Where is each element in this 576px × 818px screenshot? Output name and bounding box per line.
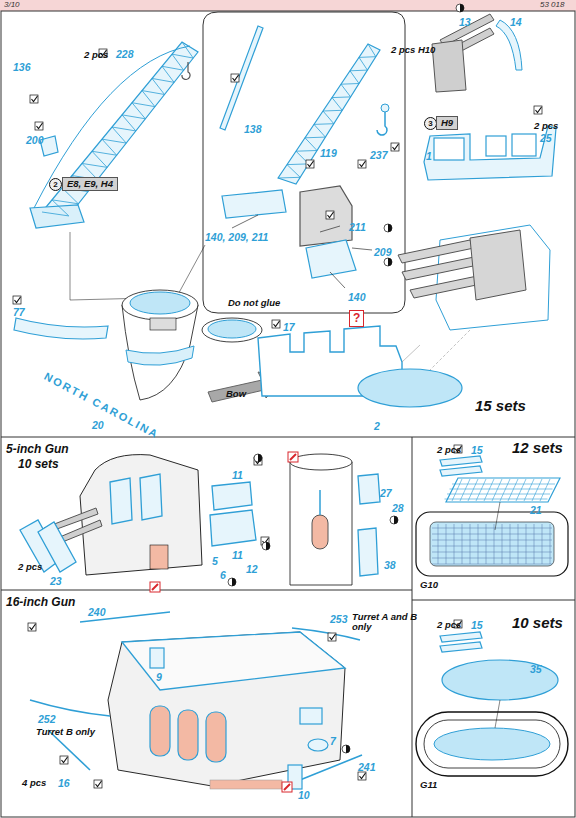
callout-number: 15	[471, 620, 483, 632]
callout-number: 16	[58, 778, 70, 790]
callout-number: 252	[38, 714, 56, 726]
callout-number: 240	[88, 607, 106, 619]
section-heading: 10 sets	[18, 458, 59, 471]
node-text: H9	[441, 117, 453, 128]
note-text: Turret A and B only	[352, 612, 418, 633]
callout-number: 35	[530, 664, 542, 676]
callout-number: 1	[426, 151, 432, 163]
callout-number: 17	[283, 322, 295, 334]
callout-number: 10	[298, 790, 310, 802]
node-text: E8, E9, H4	[67, 178, 113, 189]
note-text: 2 pcs	[18, 562, 42, 572]
callout-number: 15	[471, 445, 483, 457]
note-text: G10	[420, 580, 438, 590]
callout-number: 25	[540, 133, 552, 145]
section-heading: 12 sets	[512, 440, 563, 457]
callout-number: 28	[392, 503, 404, 515]
callout-number: 13	[459, 17, 471, 29]
note-text: 2 pcs H10	[391, 45, 435, 55]
note-text: G11	[420, 780, 437, 790]
note-text: 2 pcs	[84, 50, 108, 60]
callout-number: 140	[348, 292, 366, 304]
callout-number: 241	[358, 762, 376, 774]
callout-number: 2	[374, 421, 380, 433]
note-text: 2 pcs	[534, 121, 558, 131]
callout-number: 11	[232, 470, 243, 482]
callout-number: 136	[13, 62, 31, 74]
callout-number: 14	[510, 17, 522, 29]
callout-number: 6	[220, 570, 226, 582]
callout-number: 209	[374, 247, 392, 259]
callout-number: 20	[92, 420, 104, 432]
callout-number: 12	[246, 564, 258, 576]
callout-number: 119	[320, 148, 337, 160]
section-heading: 16-inch Gun	[6, 596, 75, 609]
step-symbol: 2	[49, 178, 62, 191]
callout-number: 11	[232, 550, 243, 562]
callout-number: 38	[384, 560, 396, 572]
callout-number: 253	[330, 614, 348, 626]
section-heading: 15 sets	[475, 398, 526, 415]
callout-number: 27	[380, 488, 392, 500]
callout-number: 200	[26, 135, 44, 147]
callout-number: 237	[370, 150, 388, 162]
callout-number: 21	[530, 505, 542, 517]
note-text: Do not glue	[228, 298, 280, 308]
callout-number: 5	[212, 556, 218, 568]
section-heading: 10 sets	[512, 615, 563, 632]
note-text: 3/10	[4, 1, 20, 10]
callout-number: 211	[349, 222, 366, 234]
callout-number: 140, 209, 211	[205, 232, 268, 244]
callout-number: 228	[116, 49, 134, 61]
callout-number: 138	[244, 124, 262, 136]
note-text: 53 018	[540, 1, 564, 10]
section-heading: 5-inch Gun	[6, 443, 69, 456]
callout-number: 9	[156, 672, 162, 684]
note-text: 4 pcs	[22, 778, 46, 788]
part-reference-box: E8, E9, H4	[62, 177, 118, 191]
query-box: ?	[349, 310, 364, 327]
node-text: ?	[353, 311, 360, 325]
note-text: 2 pcs	[437, 620, 461, 630]
callout-number: 7	[330, 736, 336, 748]
part-reference-box: H9	[436, 116, 458, 130]
callout-number: 77	[13, 307, 25, 319]
note-text: 2 pcs	[437, 445, 461, 455]
note-text: Turret B only	[36, 727, 95, 737]
note-text: Bow	[226, 389, 246, 399]
callout-number: 23	[50, 576, 62, 588]
